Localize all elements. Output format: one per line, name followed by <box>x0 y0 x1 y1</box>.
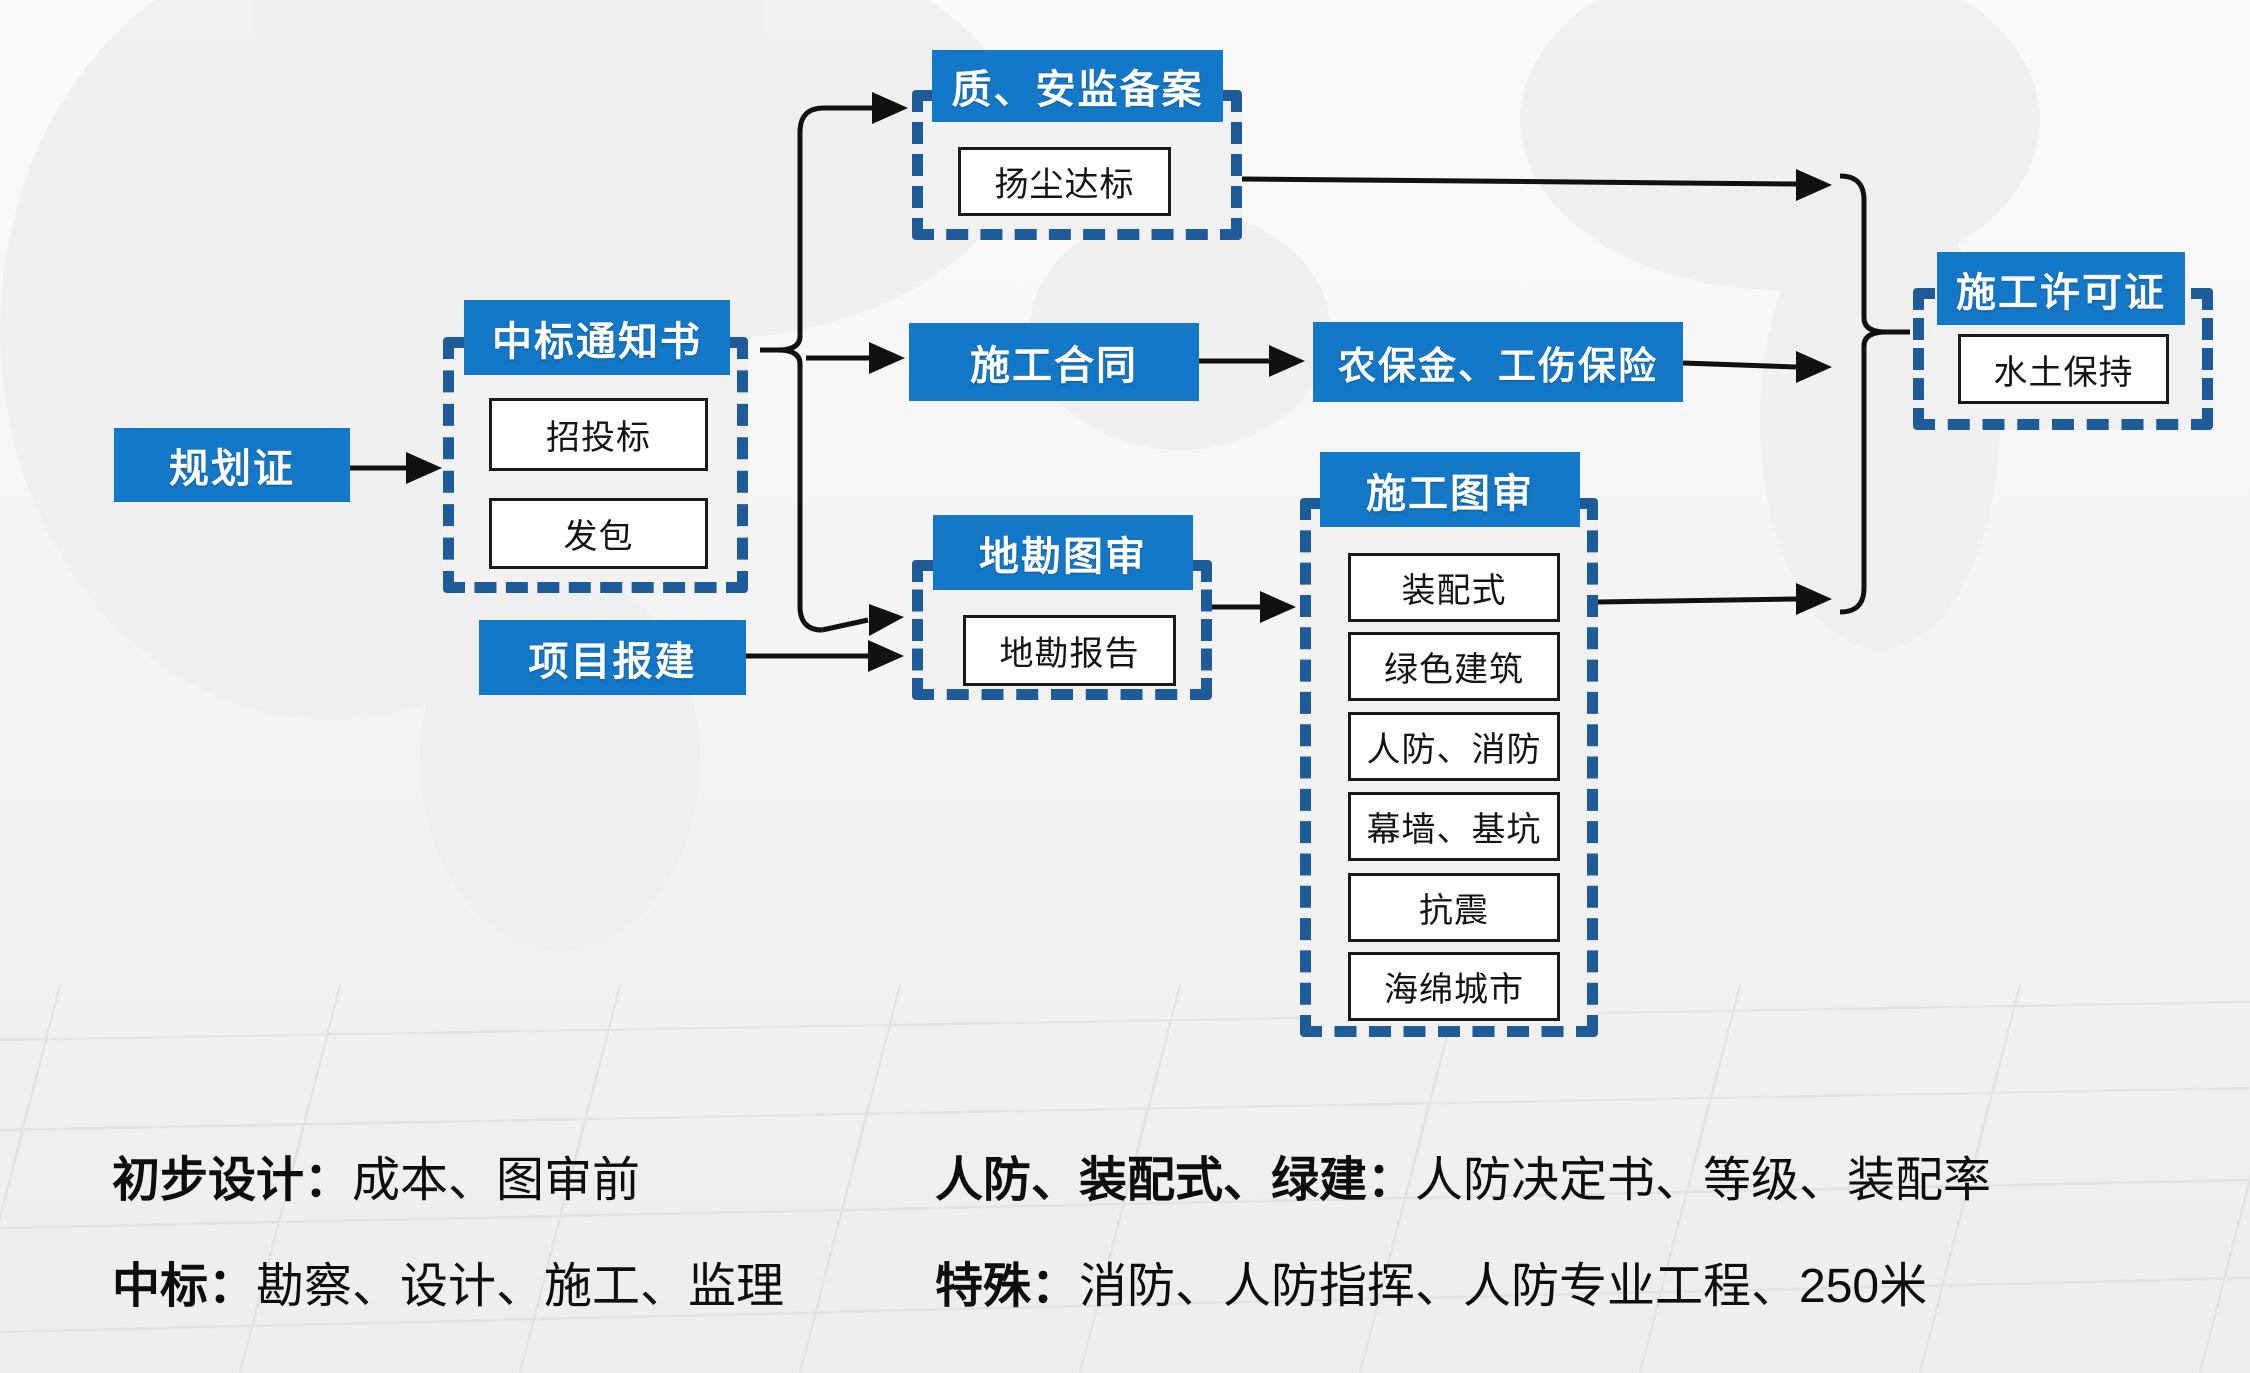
group-geo-survey-header: 地勘图审 <box>933 515 1193 590</box>
group-construction-permit-header: 施工许可证 <box>1937 252 2185 325</box>
item-seismic: 抗震 <box>1348 873 1560 942</box>
note-civil-defense-prefab-green: 人防、装配式、绿建：人防决定书、等级、装配率 <box>935 1140 1991 1210</box>
note-label: 人防、装配式、绿建： <box>935 1154 1416 1207</box>
item-geo-report: 地勘报告 <box>963 615 1176 686</box>
arrowhead <box>1796 351 1832 383</box>
arrowhead <box>868 640 904 672</box>
note-text: 成本、图审前 <box>352 1154 641 1207</box>
arrowhead <box>1260 591 1296 623</box>
item-bidding: 招投标 <box>489 398 708 471</box>
arrowhead <box>1796 583 1832 615</box>
note-text: 消防、人防指挥、人防专业工程、250米 <box>1079 1260 1928 1313</box>
node-insurance: 农保金、工伤保险 <box>1313 322 1683 402</box>
group-quality-safety-header: 质、安监备案 <box>932 50 1223 122</box>
arrowhead <box>1796 169 1832 201</box>
note-special: 特殊：消防、人防指挥、人防专业工程、250米 <box>935 1246 1927 1316</box>
item-soil-water-conservation: 水土保持 <box>1958 334 2169 404</box>
group-bid-notice-header: 中标通知书 <box>464 300 730 375</box>
item-civil-defense-fire: 人防、消防 <box>1348 712 1560 781</box>
arrowhead <box>869 604 904 636</box>
node-project-filing: 项目报建 <box>479 620 746 695</box>
arrowhead <box>869 342 905 374</box>
node-construction-contract: 施工合同 <box>909 323 1199 401</box>
connector-insurance-to-permit <box>1682 360 1797 370</box>
note-label: 特殊： <box>935 1260 1080 1313</box>
connector-drawing-to-permit <box>1597 596 1797 605</box>
item-dust-compliance: 扬尘达标 <box>958 147 1171 216</box>
group-drawing-review-header: 施工图审 <box>1320 452 1580 527</box>
item-green-building: 绿色建筑 <box>1348 632 1560 701</box>
connector-bid-to-geo <box>821 617 869 633</box>
note-label: 中标： <box>112 1260 257 1313</box>
arrowhead <box>406 452 442 484</box>
left-brace <box>760 105 825 633</box>
connector-quality-to-permit <box>1241 176 1797 187</box>
item-sponge-city: 海绵城市 <box>1348 952 1560 1021</box>
note-text: 人防决定书、等级、装配率 <box>1415 1154 1992 1207</box>
item-prefabricated: 装配式 <box>1348 553 1560 622</box>
note-text: 勘察、设计、施工、监理 <box>256 1260 785 1313</box>
arrowhead <box>872 92 908 124</box>
note-bid-winning: 中标：勘察、设计、施工、监理 <box>112 1246 784 1316</box>
right-brace <box>1839 173 1910 615</box>
item-curtain-wall-pit: 幕墙、基坑 <box>1348 792 1560 861</box>
item-contract-award: 发包 <box>489 498 708 569</box>
node-planning-cert: 规划证 <box>114 428 350 502</box>
arrowhead <box>1269 345 1305 377</box>
note-label: 初步设计： <box>112 1154 353 1207</box>
note-preliminary-design: 初步设计：成本、图审前 <box>112 1140 640 1210</box>
